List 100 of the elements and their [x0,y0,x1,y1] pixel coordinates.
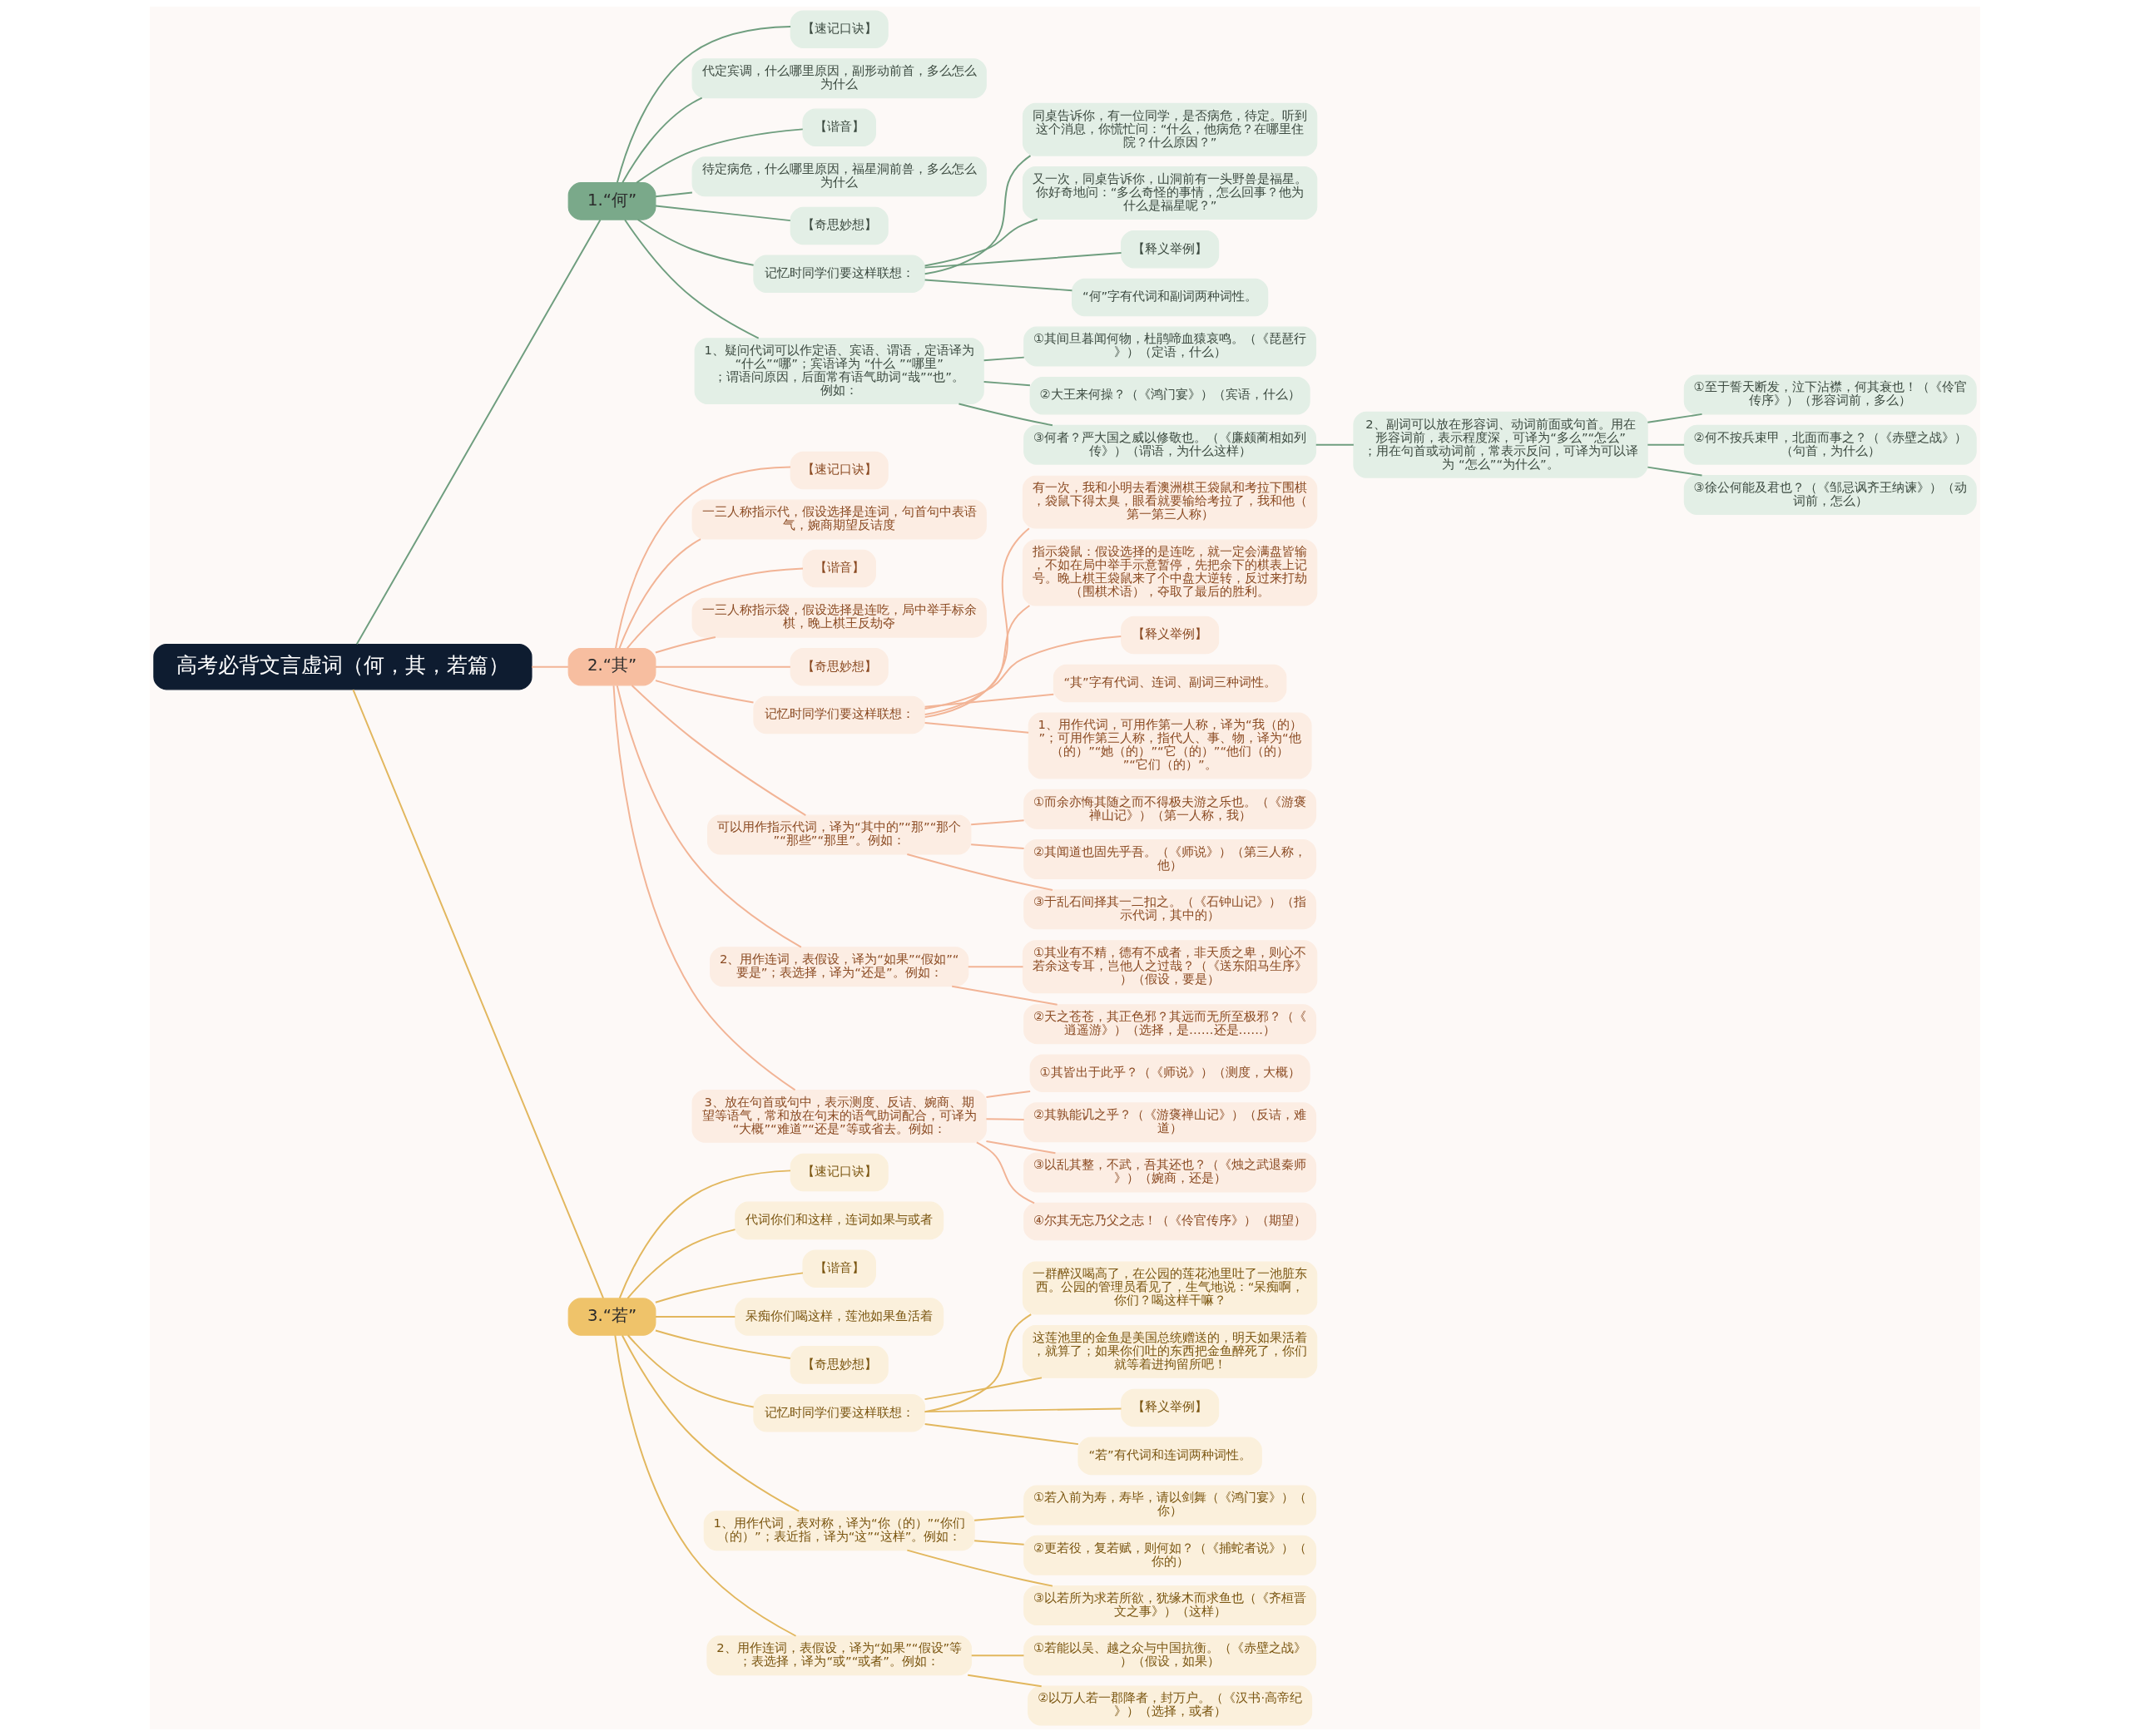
node-box: 一三人称指示代，假设选择是连词，句首句中表语气，婉商期望反诘度 [691,499,987,540]
node-box: 【速记口诀】 [790,451,889,490]
connector [616,685,802,948]
connector [355,219,602,645]
connector [622,96,703,184]
connector [924,722,1030,734]
node-box: ②以万人若一郡降者，封万户。（《汉书·高帝纪》）（选择，或者） [1028,1685,1313,1726]
node-box: 又一次，同桌告诉你，山洞前有一头野兽是福星。你好奇地问：“多么奇怪的事情，怎么回事？他为什么是福星呢？” [1022,166,1318,220]
connector [655,1316,736,1318]
connector [616,25,792,184]
node-box: ①其皆出于此乎？（《师说》）（测度，大概） [1029,1054,1310,1092]
node-box: 2.“其” [567,647,656,686]
connector [615,466,791,650]
connector [624,219,760,339]
connector [906,853,1053,891]
node-box: 1、疑问代词可以作定语、宾语、谓语，定语译为“什么”“哪”；宾语译为 “什么 ”“哪里”；谓语问原因，后面常有语气助词“哉”“也”。例如： [694,338,984,405]
connector [654,1272,804,1303]
node-box: ③以若所为求若所欲，犹缘木而求鱼也（《齐桓晋文之事》）（这样） [1023,1585,1317,1625]
node-box: 一三人称指示袋，假设选择是连吃，局中举手标余棋，晚上棋王反劫夺 [691,597,987,638]
node-box: 指示袋鼠：假设选择的是连吃，就一定会满盘皆输，不如在局中举手示意暂停，先把余下的棋表上记号。晚上棋王袋鼠来了个中盘大逆转，反过来打劫（围棋术语），夺取了最后的胜利。 [1022,539,1318,606]
node-box: 1.“何” [567,182,656,220]
node-box: ①若能以吴、越之众与中国抗衡。（《赤壁之战》）（假设，如果） [1023,1635,1317,1676]
connector [970,843,1025,849]
connector [924,279,1073,292]
node-box: 【谐音】 [802,549,876,588]
connector [924,252,1122,269]
node-box: ②其孰能讥之乎？（《游褒禅山记》）（反诘，难道） [1023,1102,1317,1143]
node-box: “其”字有代词、连词、副词三种词性。 [1053,664,1287,703]
connector [973,1516,1025,1521]
connector [924,605,1031,715]
connector [967,1674,1043,1688]
connector [906,1549,1053,1587]
node-box: 高考必背文言虚词（何，其，若篇） [153,644,532,690]
connector [924,636,1122,710]
connector [967,966,1024,968]
connector [924,1313,1033,1413]
connector [1647,466,1703,477]
node-box: 有一次，我和小明去看澳洲棋王袋鼠和考拉下围棋，袋鼠下得太臭，眼看就要输给考拉了，我和他（第一第三人称） [1022,475,1318,529]
connector [924,155,1032,275]
connector [983,381,1031,387]
connector [627,1229,736,1299]
node-box: ④尔其无忘乃父之志！（《伶官传序》）（期望） [1023,1202,1317,1241]
connector [924,1423,1079,1446]
connector [975,1141,1036,1204]
connector [631,685,807,817]
node-box: 待定病危，什么哪里原因，福星洞前兽，多么怎么为什么 [691,156,987,197]
node-box: 【释义举例】 [1121,1388,1220,1427]
node-box: 【奇思妙想】 [790,206,889,245]
node-box: 2、用作连词，表假设，译为“如果”“假如”“要是”；表选择，译为“还是”。例如： [710,947,969,987]
node-box: 代词你们和这样，连词如果与或者 [735,1201,944,1240]
connector [924,1377,1043,1401]
connector [970,819,1025,826]
node-box: ②大王来何操？（《鸿门宴》）（宾语，什么） [1029,376,1310,415]
connector [985,1140,1057,1155]
node-box: ③于乱石间择其一二扣之。（《石钟山记》）（指示代词，其中的） [1023,889,1317,930]
node-box: 【奇思妙想】 [790,1346,889,1384]
connector [627,1334,755,1408]
connector [531,665,569,668]
connector [924,1407,1122,1413]
connector [618,1170,791,1299]
node-box: 3.“若” [567,1298,656,1336]
node-box: 【释义举例】 [1121,230,1220,269]
node-box: ①若入前为寿，寿毕，请以剑舞（《鸿门宴》）（你） [1023,1485,1317,1526]
connector [655,191,693,198]
node-box: ②天之苍苍，其正色邪？其远而无所至极邪？（《逍遥游》）（选择，是……还是……） [1023,1004,1317,1045]
connector [958,403,1053,427]
node-box: 【奇思妙想】 [790,647,889,686]
connector [924,693,1055,708]
connector [654,1329,791,1359]
connector [983,356,1025,362]
node-box: 2、副词可以放在形容词、动词前面或句首。用在形容词前，表示程度深，可译为“多么”“怎么”；用在句首或动词前，常表示反问，可译为可以译为 “怎么”“为什么”。 [1353,411,1648,478]
connector [637,219,755,266]
node-box: 2、用作连词，表假设，译为“如果”“假设”等；表选择，译为“或”“或者”。例如： [706,1635,973,1676]
node-box: “若”有代词和连词两种词性。 [1077,1437,1262,1476]
connector [970,1654,1025,1657]
node-box: ①而余亦悔其随之而不得极夫游之乐也。（《游褒禅山记》）（第一人称，我） [1023,789,1317,829]
node-box: 【速记口诀】 [790,10,889,48]
connector [1647,413,1703,423]
connector [636,128,804,184]
node-box: 同桌告诉你，有一位同学，是否病危，待定。听到这个消息，你慌忙问：“什么，他病危？在哪里住院？什么原因？” [1022,102,1318,156]
node-box: 记忆时同学们要这样联想： [753,1393,926,1432]
node-box: ③徐公何能及君也？（《邹忌讽齐王纳谏》）（动词前，怎么） [1683,475,1977,515]
node-box: ②其闻道也固先乎吾。（《师说》）（第三人称，他） [1023,839,1317,880]
connector [924,218,1038,267]
node-box: 这莲池里的金鱼是美国总统赠送的，明天如果活着，就算了；如果你们吐的东西把金鱼醉死了，你们就等着进拘留所吧！ [1022,1324,1318,1378]
node-box: 可以用作指示代词，译为“其中的”“那”“那个”“那些”“那里”。例如： [706,814,972,855]
connector [655,205,791,222]
connector [1315,443,1355,446]
connector [1647,443,1686,446]
connector [654,636,716,654]
node-box: 记忆时同学们要这样联想： [753,255,926,293]
node-box: ②更若役，复若赋，则何如？（《捕蛇者说》）（你的） [1023,1535,1317,1575]
node-box: 3、放在句首或句中，表示测度、反诘、婉商、期望等语气，常和放在句末的语气助词配合，可译为“大概”“难道”“还是”等或省去。例如： [691,1089,987,1143]
connector [614,1334,797,1637]
node-box: ①其间旦暮闻何物，杜鹃啼血猿哀鸣。（《琵琶行》）（定语，什么） [1023,326,1317,367]
connector [985,1118,1025,1120]
connector [985,1091,1032,1098]
node-box: 1、用作代词，可用作第一人称，译为“我（的）”；可用作第三人称，指代人、事、物，译为“他（的）”“她（的）”“它（的）”“他们（的）”“它们（的）”。 [1028,712,1312,779]
node-box: ②何不按兵束甲，北面而事之？（《赤壁之战》）（句首，为什么） [1683,424,1977,465]
node-box: 【谐音】 [802,108,876,147]
